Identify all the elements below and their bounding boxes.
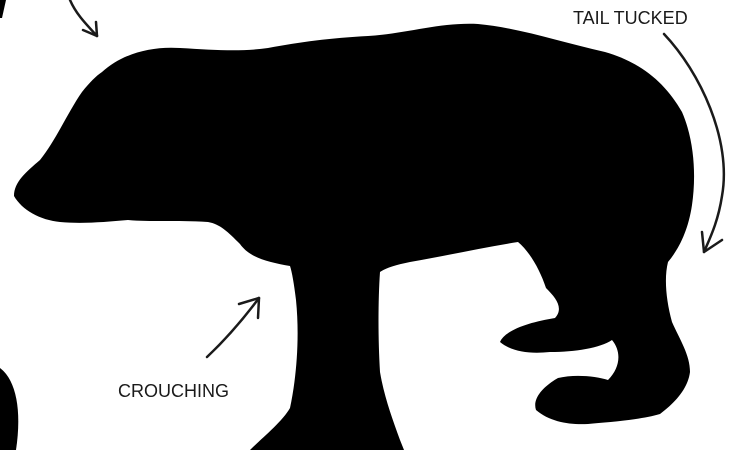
crouching-label: CROUCHING — [118, 382, 229, 400]
crouching-arrow-shaft — [207, 298, 259, 357]
top-left-sliver — [0, 0, 6, 18]
dog-silhouette — [14, 24, 694, 450]
tail-tucked-label: TAIL TUCKED — [573, 9, 688, 27]
left-edge-partial-figure — [0, 368, 18, 450]
